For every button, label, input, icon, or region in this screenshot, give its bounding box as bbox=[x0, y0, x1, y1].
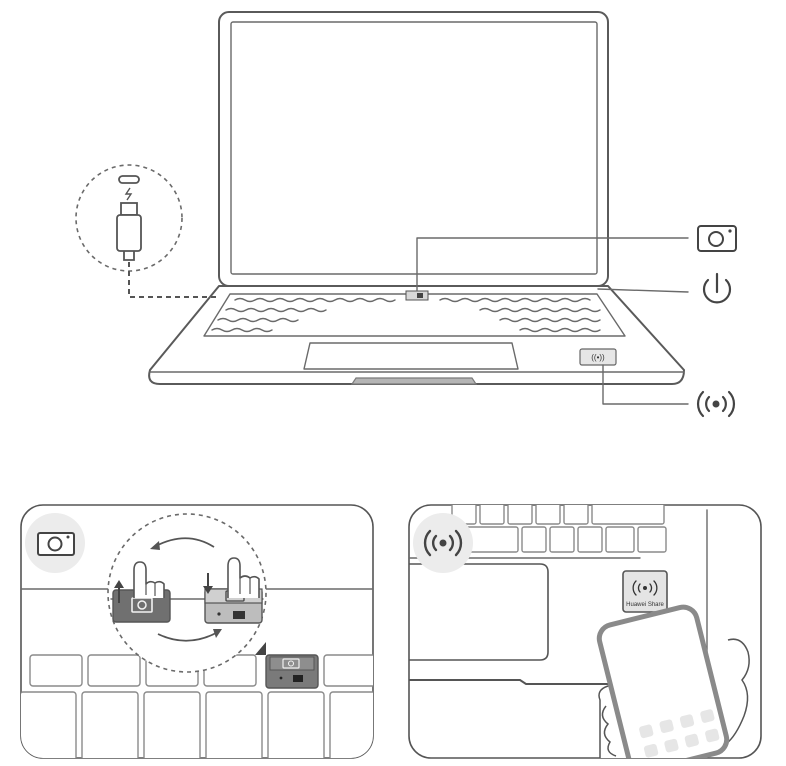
laptop-nfc-sticker bbox=[579, 348, 617, 366]
usb-c-icon bbox=[116, 175, 142, 261]
phone-app-dots bbox=[639, 709, 720, 758]
camera-leader bbox=[416, 237, 689, 292]
nfc-leader bbox=[602, 364, 689, 405]
rotate-arrow-top-head bbox=[150, 541, 160, 550]
popped-camera-key bbox=[255, 642, 319, 689]
usb-c-leader bbox=[128, 262, 219, 298]
usb-c-callout bbox=[75, 164, 219, 298]
touchpad bbox=[303, 342, 519, 370]
panel-popup-camera bbox=[20, 504, 374, 759]
power-leader bbox=[597, 288, 689, 293]
laptop-base bbox=[148, 285, 685, 385]
power-callout bbox=[597, 272, 732, 304]
camera-callout bbox=[416, 225, 737, 292]
phone-body bbox=[596, 604, 730, 758]
panel-right-chassis bbox=[409, 679, 612, 685]
nfc-wireless-icon bbox=[423, 529, 463, 557]
magnify-circle bbox=[107, 513, 267, 673]
power-icon bbox=[702, 272, 732, 304]
laptop-keyboard bbox=[203, 293, 626, 337]
laptop-lid bbox=[218, 11, 609, 287]
panel-right-touchpad bbox=[409, 563, 549, 661]
rotate-arrow-bottom bbox=[157, 632, 217, 642]
camera-icon bbox=[697, 225, 737, 252]
panel-left-keys bbox=[21, 654, 373, 758]
panel-huawei-share: Huawei Share bbox=[408, 504, 762, 759]
laptop-screen bbox=[230, 21, 598, 275]
nfc-sticker-label: Huawei Share bbox=[626, 602, 664, 608]
panel-right-keys bbox=[451, 505, 667, 553]
phone-in-hand bbox=[596, 604, 750, 758]
hand-thumb bbox=[601, 705, 617, 757]
laptop-front-notch bbox=[350, 377, 478, 385]
nfc-sticker: Huawei Share bbox=[622, 570, 668, 613]
laptop-nfc-sticker-glyph: ((•)) bbox=[591, 353, 605, 362]
keyboard-squiggles bbox=[211, 297, 601, 333]
laptop-illustration: ((•)) bbox=[148, 11, 685, 385]
finger-hand-left bbox=[133, 561, 165, 598]
finger-hand-right bbox=[227, 557, 260, 598]
popup-camera-key-lens bbox=[417, 293, 423, 298]
rotate-arrow-top bbox=[155, 537, 215, 548]
hand-fingers-right bbox=[725, 638, 750, 745]
camera-icon bbox=[37, 532, 75, 556]
nfc-wireless-icon bbox=[696, 390, 736, 418]
rotate-arrow-bottom-head bbox=[213, 629, 222, 638]
nfc-callout bbox=[602, 364, 736, 418]
